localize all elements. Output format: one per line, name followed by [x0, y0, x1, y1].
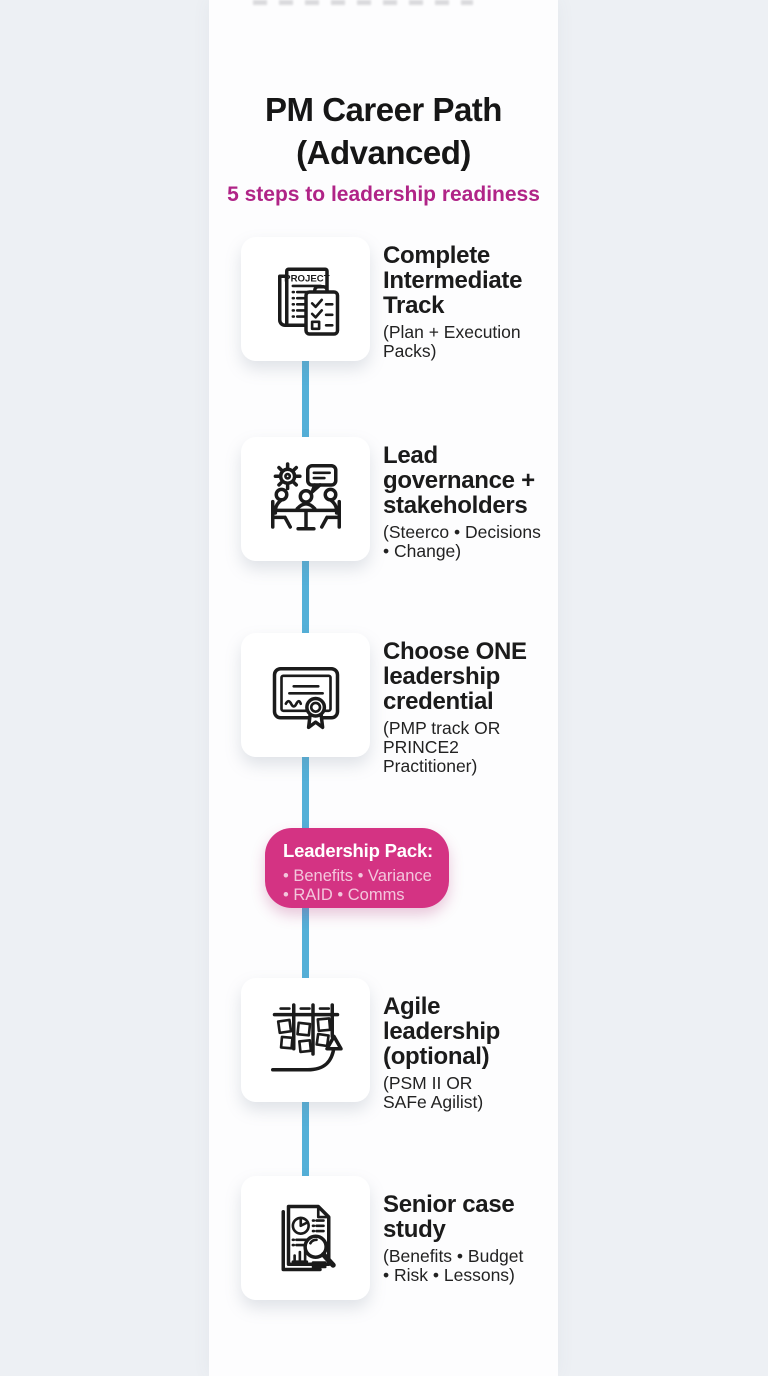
step-4-text: Agile leadership (optional) (PSM II OR S…: [383, 994, 555, 1112]
page-title: PM Career Path (Advanced): [265, 91, 502, 171]
step-4-icon-card: [241, 978, 370, 1102]
leadership-pack-badge: Leadership Pack: • Benefits • Variance •…: [265, 828, 449, 908]
step-4-title: Agile leadership (optional): [383, 993, 501, 1070]
step-5-detail: (Benefits • Budget • Risk • Lessons): [383, 1246, 524, 1285]
step-1-detail: (Plan + Execution Packs): [383, 322, 521, 361]
step-2-title: Lead governance + stakeholders: [383, 442, 535, 519]
page-subtitle: 5 steps to leadership readiness: [227, 183, 540, 206]
step-2-text: Lead governance + stakeholders (Steerco …: [383, 443, 555, 561]
step-4-detail: (PSM II OR SAFe Agilist): [383, 1073, 484, 1112]
step-1-text: Complete Intermediate Track (Plan + Exec…: [383, 243, 555, 361]
agile-kanban-icon: [270, 1003, 343, 1072]
project-label: PROJECT: [284, 274, 330, 285]
header: PM Career Path (Advanced) 5 steps to lea…: [209, 88, 558, 207]
step-2-icon-card: [241, 437, 370, 561]
badge-title: Leadership Pack:: [283, 840, 434, 861]
step-2-detail: (Steerco • Decisions • Change): [383, 522, 541, 561]
step-3-detail: (PMP track OR PRINCE2 Practitioner): [383, 718, 501, 776]
step-3-title: Choose ONE leadership credential: [383, 638, 527, 715]
timeline-connector: [302, 300, 309, 1240]
step-5-text: Senior case study (Benefits • Budget • R…: [383, 1192, 555, 1285]
cropped-header-artifact: [253, 0, 473, 5]
certificate-icon: [272, 667, 339, 730]
step-1-title: Complete Intermediate Track: [383, 242, 523, 319]
step-5-icon-card: [241, 1176, 370, 1300]
governance-meeting-icon: [270, 462, 341, 531]
step-3-icon-card: [241, 633, 370, 757]
step-3-text: Choose ONE leadership credential (PMP tr…: [383, 639, 555, 776]
badge-items: • Benefits • Variance • RAID • Comms: [283, 867, 432, 904]
step-1-icon-card: PROJECT: [241, 237, 370, 361]
project-checklist-icon: PROJECT: [277, 267, 339, 336]
step-5-title: Senior case study: [383, 1191, 515, 1243]
report-analysis-icon: [281, 1204, 336, 1272]
